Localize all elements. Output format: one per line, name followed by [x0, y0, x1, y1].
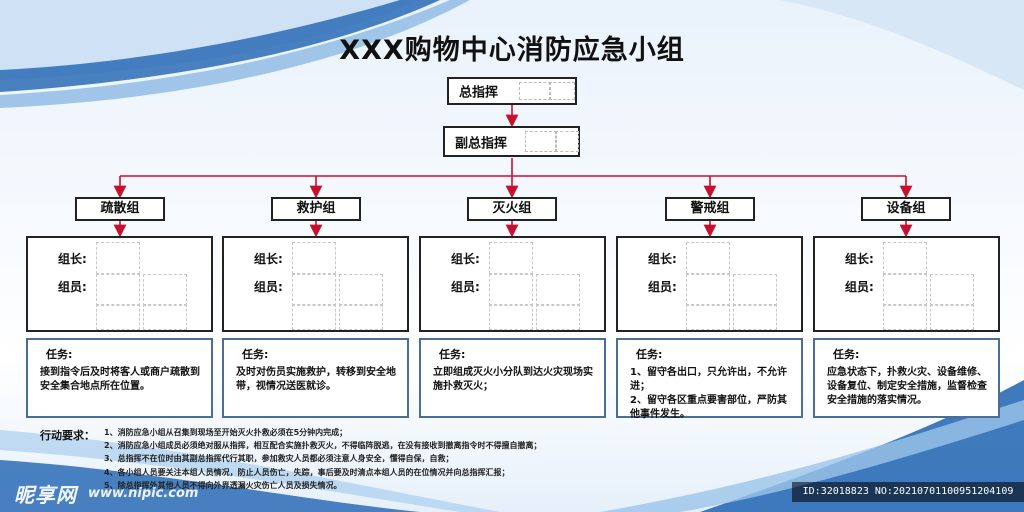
- member-photo-slot: [489, 274, 533, 306]
- member-photo-slot: [292, 274, 336, 306]
- member-photo-slot: [489, 304, 533, 330]
- task-text: 1、留守各出口，只允许出，不允许进； 2、留守各区重点要害部位，严防其他事件发生…: [630, 367, 787, 420]
- member-photo-slot: [96, 274, 140, 306]
- member-photo-slot: [536, 274, 580, 306]
- member-photo-slot: [930, 274, 974, 306]
- requirements-list: 1、消防应急小组从召集到现场至开始灭火扑救必须在5分钟内完成； 2、消防应急小组…: [104, 426, 542, 492]
- member-photo-slot: [733, 274, 777, 306]
- watermark-logo: 昵享网: [14, 483, 77, 507]
- requirement-item: 5、除总指挥外其他人员不得向外界透漏火灾伤亡人员及损失情况。: [104, 480, 342, 490]
- page-title: XXX购物中心消防应急小组: [339, 35, 685, 66]
- leader-photo-slot: [96, 242, 140, 274]
- member-box-rescue: 组长: 组员:: [222, 236, 409, 332]
- requirement-item: 2、消防应急小组成员必须绝对服从指挥，相互配合实施扑救灭火，不得临阵脱逃，在没有…: [104, 441, 542, 451]
- members-label: 组员:: [451, 280, 480, 294]
- requirement-item: 4、各小组人员要关注本组人员情况，防止人员伤亡，失踪，事后要及时清点本组人员的在…: [104, 467, 510, 477]
- members-label: 组员:: [648, 280, 677, 294]
- leader-label: 组长:: [845, 252, 874, 266]
- leader-label: 组长:: [58, 252, 87, 266]
- leader-photo-slot: [292, 242, 336, 274]
- task-box-firefighting: 任务: 立即组成灭火小分队到达火灾现场实施扑救灭火；: [419, 338, 606, 418]
- group-name-guard: 警戒组: [665, 197, 755, 221]
- member-photo-slot: [733, 304, 777, 330]
- member-box-guard: 组长: 组员:: [616, 236, 803, 332]
- members-label: 组员:: [845, 280, 874, 294]
- member-photo-slot: [686, 304, 730, 330]
- task-heading: 任务:: [242, 348, 269, 361]
- deputy-box: 副总指挥: [443, 126, 580, 157]
- leader-photo-slot: [489, 242, 533, 274]
- task-box-rescue: 任务: 及时对伤员实施救护，转移到安全地带，视情况送医就诊。: [222, 338, 409, 418]
- member-box-equipment: 组长: 组员:: [813, 236, 1000, 332]
- commander-label: 总指挥: [459, 85, 499, 101]
- member-photo-slot: [536, 304, 580, 330]
- deputy-name-slot: [555, 131, 579, 152]
- member-photo-slot: [930, 304, 974, 330]
- task-box-equipment: 任务: 应急状态下，扑救火灾、设备维修、设备复位、制定安全措施，监督检查安全措施…: [813, 338, 1000, 418]
- group-name-firefighting: 灭火组: [467, 197, 557, 221]
- commander-box: 总指挥: [447, 77, 577, 105]
- requirement-item: 3、总指挥不在位时由其副总指挥代行其职，参加救灾人员都必须注意人身安全，懂得自保…: [104, 454, 454, 464]
- leader-photo-slot: [686, 242, 730, 274]
- watermark-url: www.nipic.com: [88, 486, 199, 501]
- member-box-firefighting: 组长: 组员:: [419, 236, 606, 332]
- member-photo-slot: [143, 304, 187, 330]
- requirements-label: 行动要求：: [40, 429, 95, 442]
- task-text: 立即组成灭火小分队到达火灾现场实施扑救灭火；: [433, 367, 593, 392]
- member-box-evacuation: 组长: 组员:: [26, 236, 213, 332]
- task-heading: 任务:: [46, 348, 73, 361]
- group-name-equipment: 设备组: [861, 197, 951, 221]
- member-photo-slot: [686, 274, 730, 306]
- commander-name-slot: [519, 82, 551, 100]
- deputy-name-slot: [525, 131, 557, 152]
- group-name-evacuation: 疏散组: [75, 197, 165, 221]
- task-text: 接到指令后及时将客人或商户疏散到安全集合地点所在位置。: [40, 367, 200, 392]
- leader-label: 组长:: [451, 252, 480, 266]
- watermark-id: ID:32018823 NO:20210701100951204109: [792, 482, 1024, 502]
- leader-photo-slot: [883, 242, 927, 274]
- member-photo-slot: [292, 304, 336, 330]
- leader-label: 组长:: [254, 252, 283, 266]
- task-heading: 任务:: [439, 348, 466, 361]
- task-text: 及时对伤员实施救护，转移到安全地带，视情况送医就诊。: [236, 367, 396, 392]
- members-label: 组员:: [254, 280, 283, 294]
- task-heading: 任务:: [833, 348, 860, 361]
- task-box-guard: 任务: 1、留守各出口，只允许出，不允许进； 2、留守各区重点要害部位，严防其他…: [616, 338, 803, 420]
- member-photo-slot: [339, 274, 383, 306]
- task-text: 应急状态下，扑救火灾、设备维修、设备复位、制定安全措施，监督检查安全措施的落实情…: [827, 367, 987, 406]
- requirement-item: 1、消防应急小组从召集到现场至开始灭火扑救必须在5分钟内完成；: [104, 428, 348, 437]
- commander-name-slot: [549, 82, 575, 100]
- member-photo-slot: [883, 274, 927, 306]
- member-photo-slot: [96, 304, 140, 330]
- leader-label: 组长:: [648, 252, 677, 266]
- member-photo-slot: [339, 304, 383, 330]
- member-photo-slot: [883, 304, 927, 330]
- task-heading: 任务:: [636, 348, 663, 361]
- group-name-rescue: 救护组: [271, 197, 361, 221]
- members-label: 组员:: [58, 280, 87, 294]
- task-box-evacuation: 任务: 接到指令后及时将客人或商户疏散到安全集合地点所在位置。: [26, 338, 213, 418]
- deputy-label: 副总指挥: [455, 136, 508, 151]
- member-photo-slot: [143, 274, 187, 306]
